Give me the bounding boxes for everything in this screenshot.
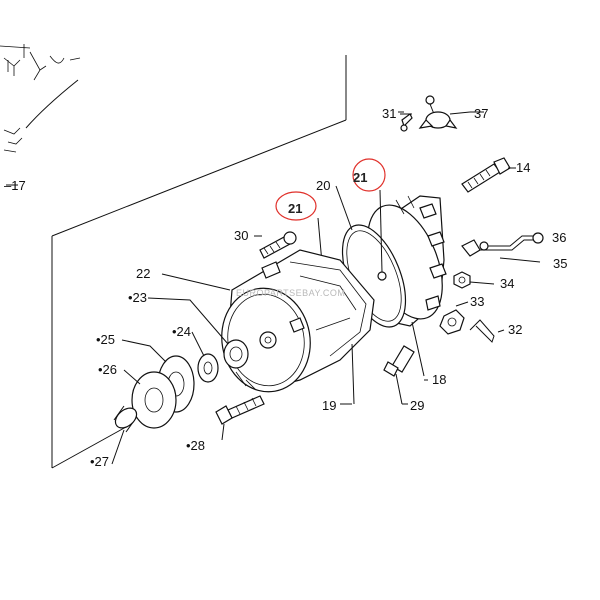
callout-31: 31	[382, 106, 396, 121]
part-22-housing	[221, 249, 375, 405]
callout-29: 30	[234, 228, 248, 243]
part-27-spring	[111, 405, 138, 465]
part-35-36-pipe	[461, 232, 544, 263]
part-24-washer	[191, 331, 219, 383]
callout-17: –17	[4, 178, 26, 193]
callout-18: 18	[432, 372, 446, 387]
part-28-bolt	[215, 395, 265, 441]
callout-24: •24	[172, 324, 191, 339]
callout-20: 20	[316, 178, 330, 193]
part-14-bolt	[461, 157, 516, 193]
callout-37: 37	[474, 106, 488, 121]
highlight-circle-21-upper	[352, 158, 386, 192]
callout-34: 34	[500, 276, 514, 291]
part-30-elbow	[383, 345, 415, 405]
callout-22: 22	[136, 266, 150, 281]
watermark: EUROPARTSEBAY.COM	[236, 288, 345, 298]
part-29-bolt	[259, 231, 297, 259]
callout-35: 35	[553, 256, 567, 271]
part-26-disc	[123, 369, 177, 429]
callout-19: 19	[322, 398, 336, 413]
highlight-marks	[275, 158, 386, 221]
callout-33: 33	[470, 294, 484, 309]
callout-21-upper: 21	[353, 170, 367, 185]
part-37-valve	[418, 95, 471, 129]
part-32-spring-wire	[469, 319, 505, 343]
callout-32: 32	[508, 322, 522, 337]
part-31-screw	[400, 113, 413, 132]
part-33-clip	[439, 301, 469, 335]
callout-21-lower: 21	[288, 201, 302, 216]
callout-25: •25	[96, 332, 115, 347]
callout-36: 36	[552, 230, 566, 245]
partial-assembly-top-left	[0, 44, 81, 153]
callout-30: 29	[410, 398, 424, 413]
callout-28: •28	[186, 438, 205, 453]
callout-26: •26	[98, 362, 117, 377]
callout-27: •27	[90, 454, 109, 469]
highlight-circle-21-lower	[275, 191, 317, 221]
part-34-nut	[453, 271, 495, 289]
frame-lines	[6, 55, 347, 469]
part-23-nut	[147, 297, 249, 369]
callout-labels: –17 31 37 14 21 20 21 30 36 35 22 34 •23…	[4, 106, 567, 469]
callout-14: 14	[516, 160, 530, 175]
leader-lines	[161, 111, 484, 405]
callout-23: •23	[128, 290, 147, 305]
